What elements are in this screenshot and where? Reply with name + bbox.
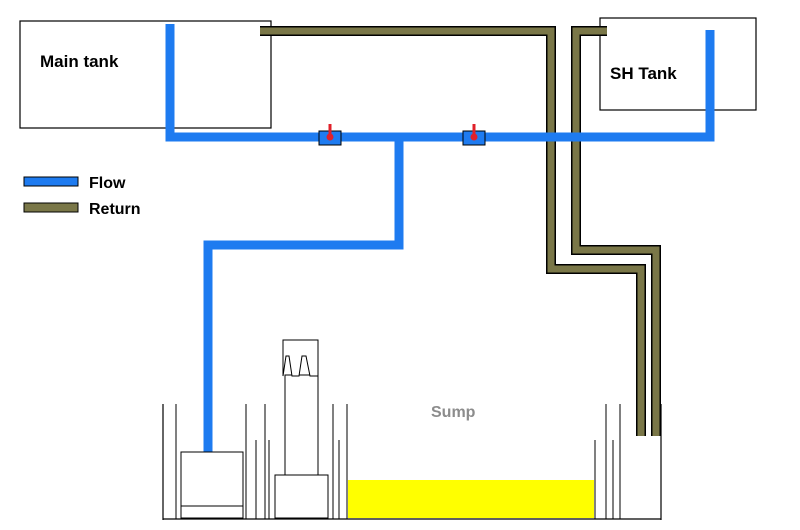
flow-pipe-main-tank: [165, 24, 715, 142]
legend: Flow Return: [23, 175, 141, 218]
valve-right[interactable]: [462, 124, 486, 146]
valve-knob-left: [326, 133, 334, 141]
legend-flow-swatch: [23, 176, 79, 187]
valve-knob-right: [470, 133, 478, 141]
skimmer-cup: [282, 339, 319, 377]
sh-tank-label: SH Tank: [610, 64, 677, 83]
sump-label: Sump: [431, 404, 476, 421]
sump-baffles: [175, 404, 621, 519]
return-pump: [180, 451, 244, 519]
return-pipes: [260, 26, 661, 436]
legend-flow-label: Flow: [89, 175, 126, 192]
return-pipe-main-tank-fill: [260, 27, 645, 436]
valve-left[interactable]: [318, 124, 342, 146]
legend-return-label: Return: [89, 201, 141, 218]
sh-tank-outline: [599, 17, 757, 111]
sump-water: [348, 480, 594, 518]
main-tank-label: Main tank: [40, 52, 119, 71]
protein-skimmer: [274, 339, 329, 519]
sh-tank: SH Tank: [599, 17, 757, 111]
return-pipe-sh-tank-fill: [572, 27, 660, 436]
skimmer-body: [284, 374, 319, 476]
legend-return-swatch: [23, 202, 79, 213]
main-tank: Main tank: [19, 20, 272, 129]
sump: Sump: [162, 339, 662, 520]
main-tank-outline: [19, 20, 272, 129]
flow-pipes: [165, 24, 715, 452]
skimmer-base: [274, 474, 329, 519]
flow-pipe-to-sump: [203, 137, 404, 452]
